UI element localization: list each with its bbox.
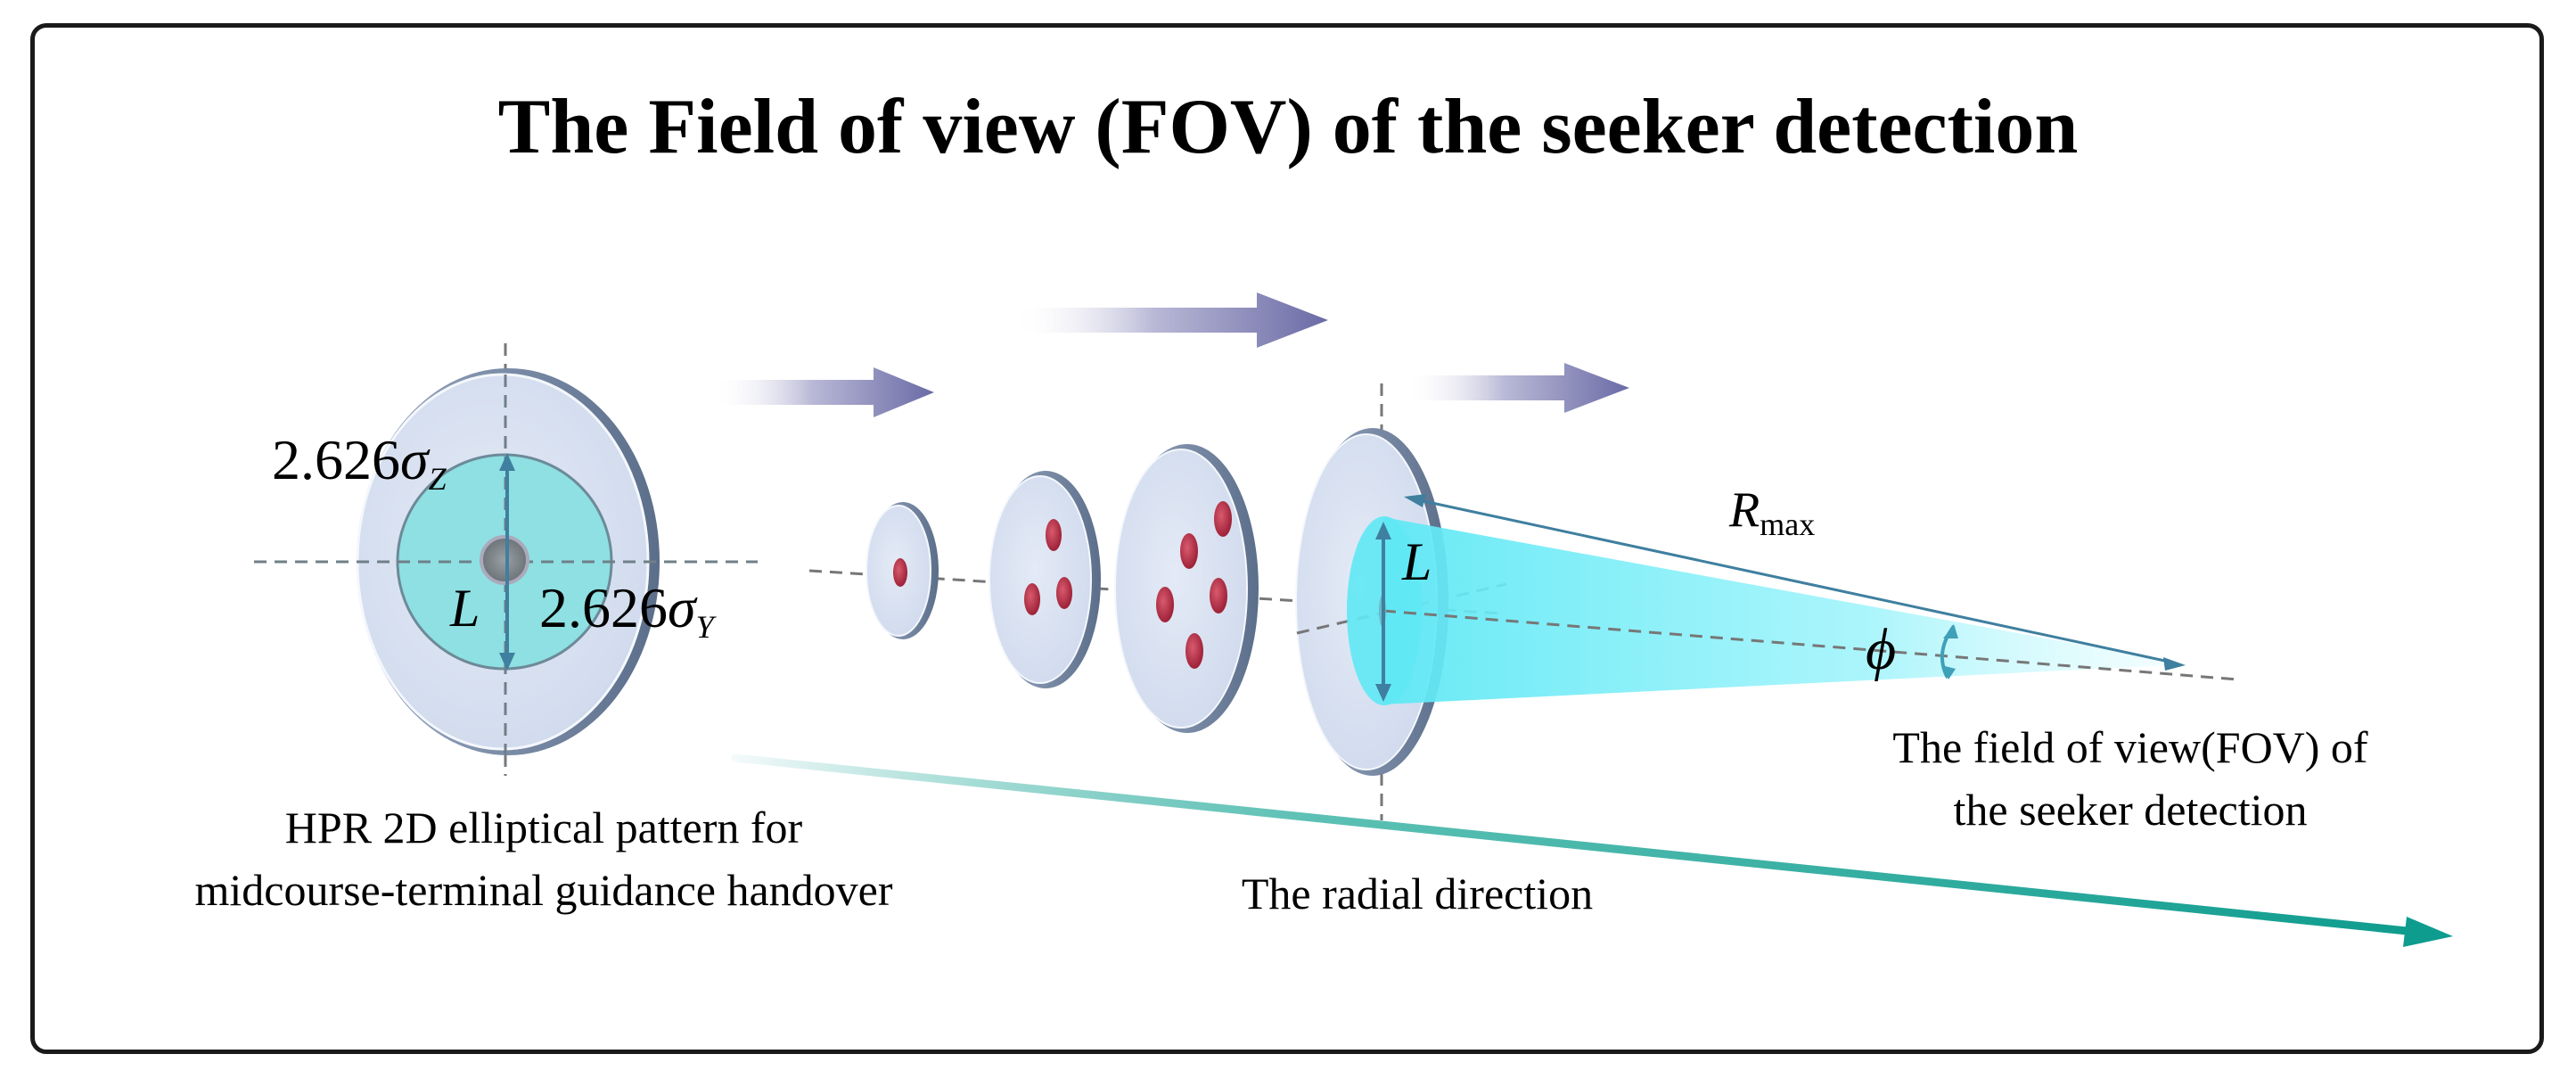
target-marker	[1046, 519, 1062, 551]
target-marker	[1210, 578, 1227, 613]
radial-direction-arrow	[731, 753, 2453, 947]
phi-angle-arc	[1940, 624, 1958, 679]
l-label-left: L	[449, 579, 480, 638]
fov-caption-line2: the seeker detection	[1953, 785, 2308, 835]
target-marker	[1214, 501, 1232, 537]
rmax-label: Rmax	[1728, 482, 1815, 542]
target-marker	[1185, 633, 1203, 669]
sigma-y-label: 2.626σY	[539, 576, 718, 645]
motion-arrow-1	[713, 367, 934, 417]
target-disk-1	[866, 502, 939, 639]
target-marker	[1056, 577, 1072, 609]
rmax-dimension	[1404, 494, 2186, 671]
target-marker	[893, 558, 907, 587]
hpr-caption-line1: HPR 2D elliptical pattern for	[284, 803, 803, 852]
figure-title: The Field of view (FOV) of the seeker de…	[497, 84, 2079, 170]
fov-cone	[1347, 516, 2238, 705]
target-marker	[1156, 587, 1174, 622]
sigma-z-label: 2.626σZ	[272, 428, 447, 497]
fov-caption-line1: The field of view(FOV) of	[1892, 722, 2368, 772]
phi-label: ϕ	[1866, 617, 1896, 682]
target-marker	[1180, 533, 1198, 569]
fov-caption: The field of view(FOV) of the seeker det…	[1818, 716, 2442, 841]
motion-arrow-3	[1404, 363, 1629, 413]
target-disk-2	[989, 471, 1101, 688]
target-marker	[1024, 583, 1040, 615]
hpr-caption: HPR 2D elliptical pattern for midcourse-…	[125, 796, 963, 921]
radial-caption: The radial direction	[1241, 869, 1594, 918]
l-label-right: L	[1401, 532, 1432, 591]
hpr-elliptical-pattern	[254, 343, 758, 776]
motion-arrow-2	[1012, 292, 1328, 348]
hpr-caption-line2: midcourse-terminal guidance handover	[194, 865, 893, 915]
target-disk-3	[1114, 444, 1259, 733]
